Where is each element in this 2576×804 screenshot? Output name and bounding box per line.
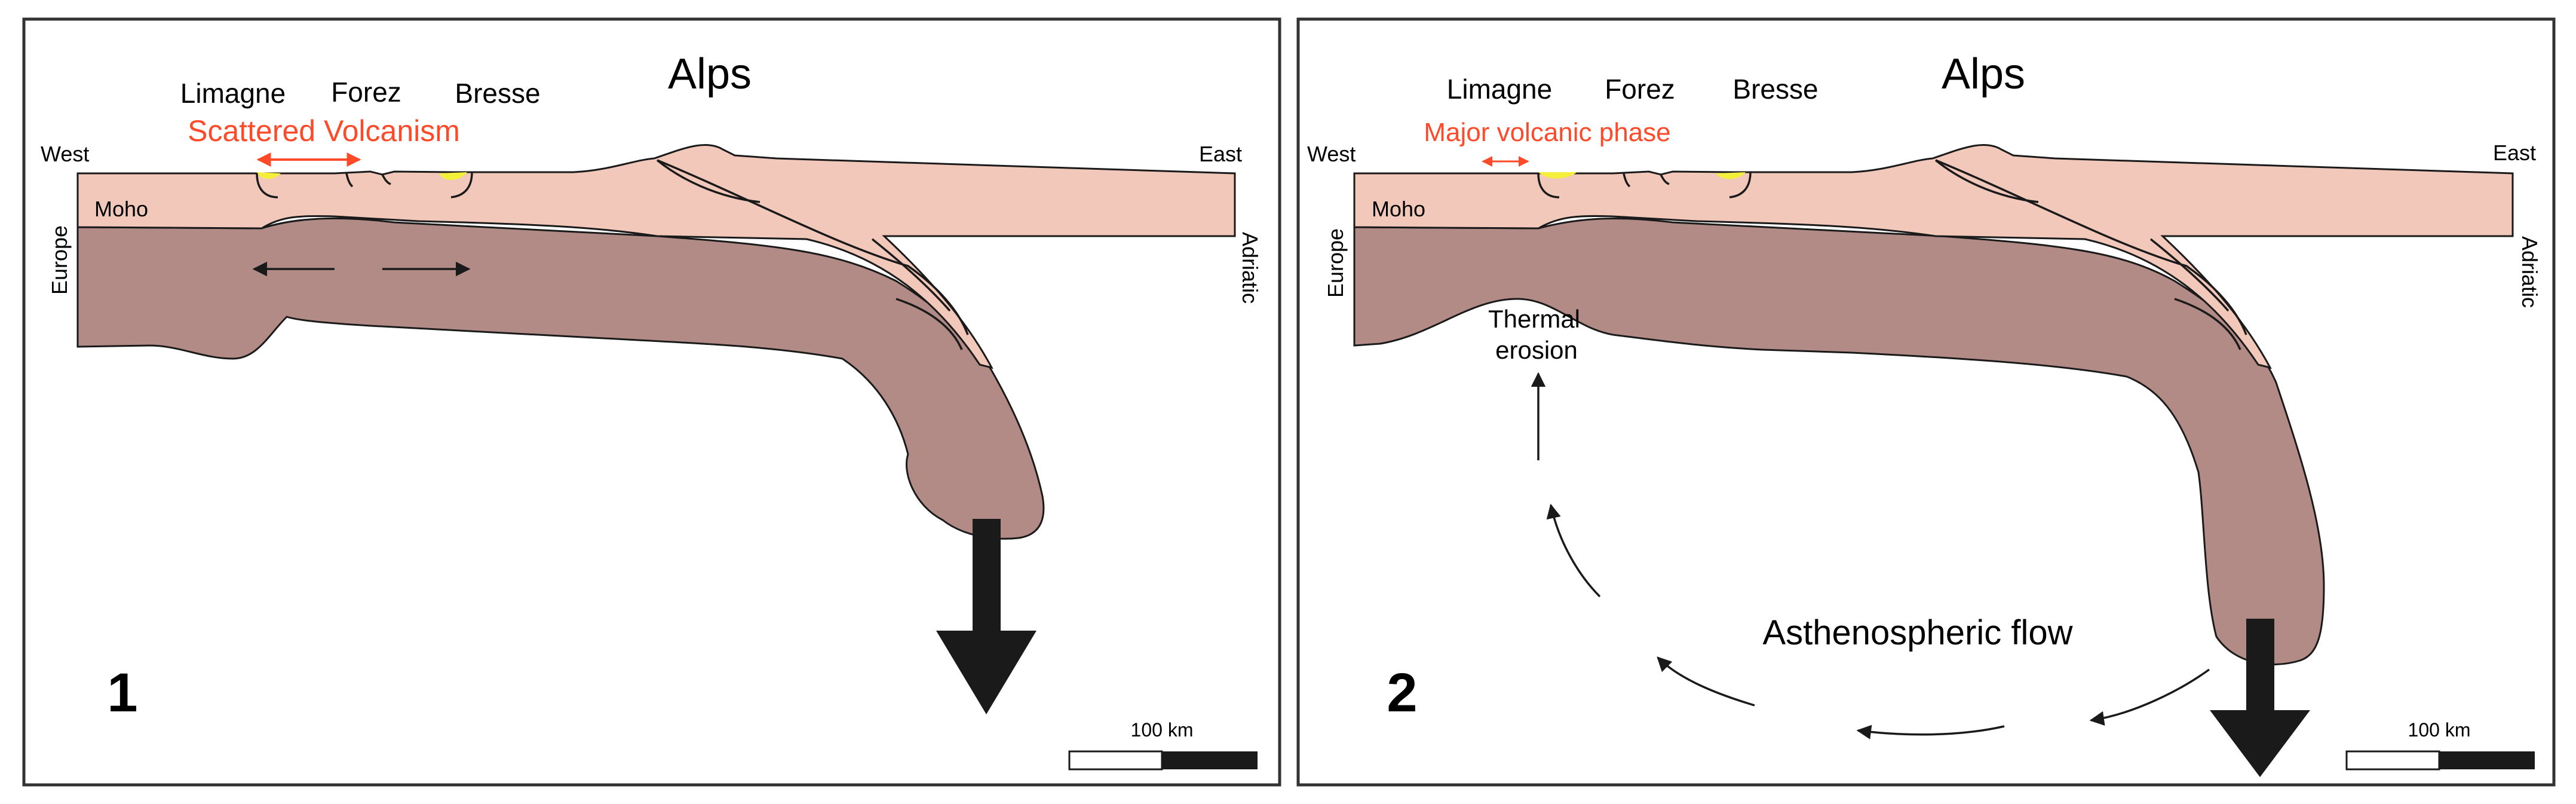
panel-2-asthenospheric-flow-arrows: [1546, 503, 2210, 739]
panel-2-scale-bar: [2345, 750, 2535, 771]
panel-1-volcanism-label: Scattered Volcanism: [188, 114, 460, 148]
panel-2-volcano-limagne: [1538, 172, 1577, 179]
panel-2-title: Alps: [1942, 50, 2025, 98]
panel-2-slab-pull-arrow: [2210, 619, 2310, 777]
panel-2-volcanism-label: Major volcanic phase: [1424, 118, 1670, 147]
panel-2-moho-label: Moho: [1372, 197, 1425, 221]
panel-1-crust: [76, 144, 1236, 369]
panel-2-region-limagne: Limagne: [1447, 74, 1552, 105]
panel-1-region-bresse: Bresse: [455, 78, 540, 109]
panel-1: Alps Limagne Forez Bresse Scattered Volc…: [22, 17, 1281, 787]
panel-2-region-forez: Forez: [1605, 74, 1675, 105]
panel-2-adriatic-label: Adriatic: [2517, 236, 2542, 308]
panel-1-region-forez: Forez: [331, 77, 401, 108]
panel-1-volcano-bresse: [439, 172, 467, 181]
panel-2: Alps Limagne Forez Bresse Major volcanic…: [1296, 17, 2556, 787]
panel-2-faults: [1537, 159, 2247, 350]
panel-1-slab-pull-arrow: [936, 519, 1036, 714]
panel-1-scale-label: 100 km: [1131, 719, 1194, 741]
panel-2-europe-label: Europe: [1323, 228, 1348, 298]
panel-1-moho-label: Moho: [94, 197, 148, 221]
panel-2-volcano-bresse: [1716, 172, 1746, 179]
panel-1-volcano-limagne: [257, 172, 281, 179]
panel-2-east-label: East: [2493, 140, 2536, 165]
panel-1-mantle-lithosphere: [76, 217, 1045, 540]
panel-1-scale-bar: [1068, 750, 1258, 771]
panel-1-faults: [256, 159, 969, 350]
panel-1-east-label: East: [1199, 142, 1242, 166]
panel-2-crust: [1353, 144, 2514, 369]
panel-2-thermal-erosion-line-2: erosion: [1495, 336, 1578, 364]
panel-2-scale-label: 100 km: [2408, 719, 2471, 741]
panel-1-region-limagne: Limagne: [180, 78, 286, 109]
panel-2-number: 2: [1387, 662, 1417, 723]
panel-1-title: Alps: [668, 50, 752, 98]
panel-2-mantle-lithosphere: [1353, 217, 2325, 665]
panel-2-west-label: West: [1307, 142, 1356, 166]
panel-2-border: [1296, 17, 2556, 787]
panel-1-number: 1: [107, 662, 137, 723]
panel-2-flow-label: Asthenospheric flow: [1762, 613, 2073, 652]
panel-1-border: [22, 17, 1281, 787]
panel-1-adriatic-label: Adriatic: [1238, 232, 1262, 304]
panel-2-region-bresse: Bresse: [1732, 74, 1818, 105]
panel-2-thermal-erosion-line-1: Thermal: [1488, 305, 1580, 333]
panel-1-europe-label: Europe: [47, 225, 72, 295]
panel-1-west-label: West: [41, 142, 89, 166]
